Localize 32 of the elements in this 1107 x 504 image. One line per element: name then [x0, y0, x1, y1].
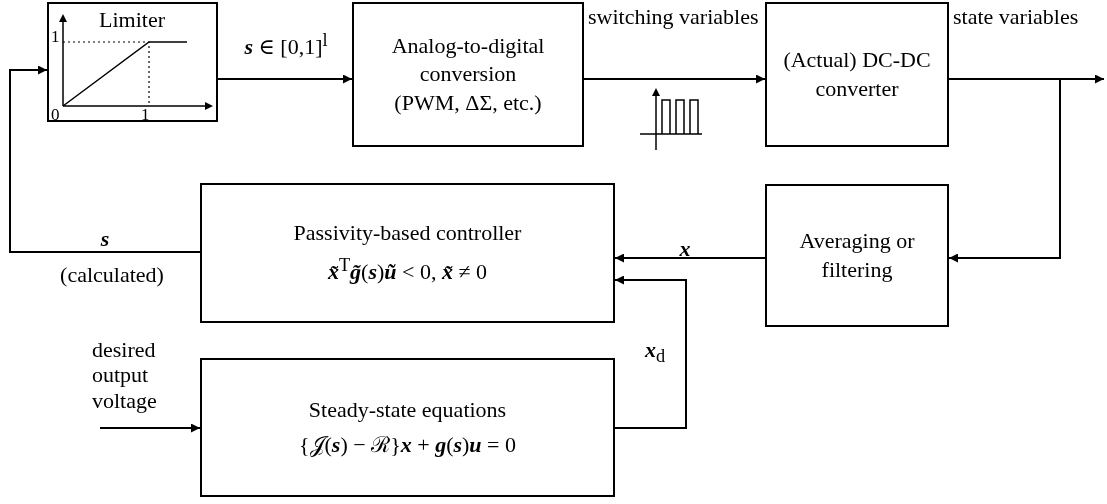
block-box	[352, 2, 584, 147]
axis-tick-label: 1	[141, 104, 150, 126]
arrow	[614, 275, 687, 429]
block-box	[200, 358, 615, 497]
block-title: Averaging or filtering	[798, 226, 916, 284]
block-title: (Actual) DC-DC converter	[782, 45, 932, 103]
edge-label: state variables	[953, 4, 1080, 30]
arrow	[948, 78, 1061, 263]
edge-label: switching variables	[588, 4, 760, 30]
edge-label: s ∈ [0,1]$^{l}$	[243, 30, 329, 60]
block-box	[200, 183, 615, 323]
edge-label: x$_{d}$	[643, 337, 667, 368]
axis-tick-label: 1	[51, 26, 60, 48]
block-title: Analog-to-digital conversion	[390, 31, 546, 89]
block-text: x̃$^{T}$g̃(s)ũ < 0, x̃ ≠ 0	[327, 253, 488, 287]
note-text: (calculated)	[59, 262, 165, 288]
edge-label: s	[99, 226, 111, 252]
arrow	[9, 65, 201, 253]
edge-label: x	[678, 236, 692, 262]
arrow	[583, 74, 766, 84]
block-title: Limiter	[99, 6, 165, 34]
block-text: (PWM, ΔΣ, etc.)	[394, 88, 542, 117]
block-box	[765, 2, 949, 147]
axis-tick-label: 0	[51, 104, 60, 126]
arrow	[614, 253, 766, 263]
block-title: Passivity-based controller	[293, 219, 522, 248]
block-box	[765, 184, 949, 327]
edge-label: desired output voltage	[92, 337, 158, 413]
block-text: {𝒥(s) − ℛ}x + g(s)u = 0	[298, 430, 517, 459]
arrow	[217, 74, 353, 84]
arrow	[99, 423, 201, 433]
block-title: Steady-state equations	[308, 395, 507, 424]
